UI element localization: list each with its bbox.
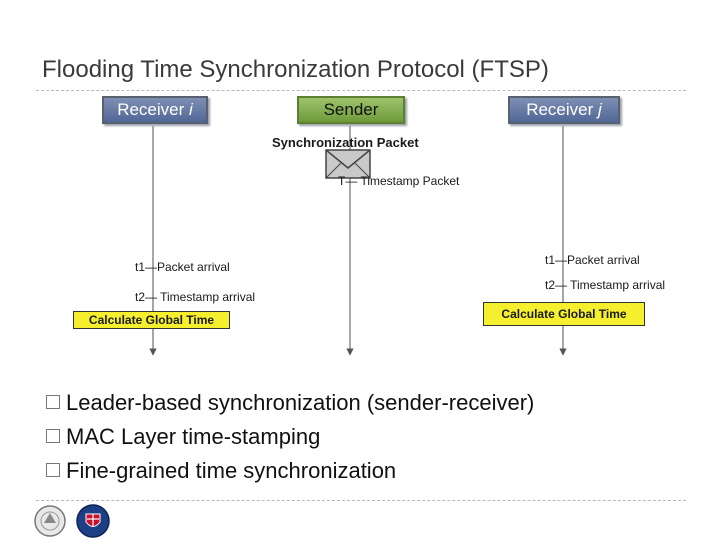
- bullet-list: Leader-based synchronization (sender-rec…: [46, 386, 534, 488]
- footer-divider: [36, 500, 686, 501]
- page-title: Flooding Time Synchronization Protocol (…: [42, 56, 549, 83]
- envelope-icon: [325, 149, 371, 179]
- bullet-item: Leader-based synchronization (sender-rec…: [46, 386, 534, 420]
- bullet-box-icon: [46, 463, 60, 477]
- bullet-item: MAC Layer time-stamping: [46, 420, 534, 454]
- bullet-item: Fine-grained time synchronization: [46, 454, 534, 488]
- sync-packet-label: Synchronization Packet: [272, 135, 419, 150]
- right-calculate-global-time: Calculate Global Time: [483, 302, 645, 326]
- receiver-i-node: Receiver i: [102, 96, 208, 124]
- left-t1-label: t1—Packet arrival: [135, 260, 230, 274]
- sender-node: Sender: [297, 96, 405, 124]
- bullet-box-icon: [46, 429, 60, 443]
- right-t2-label: t2— Timestamp arrival: [545, 278, 666, 292]
- title-divider: [36, 90, 686, 91]
- bullet-box-icon: [46, 395, 60, 409]
- receiver-j-node: Receiver j: [508, 96, 620, 124]
- left-calculate-global-time: Calculate Global Time: [73, 311, 230, 329]
- timestamp-packet-label: T— Timestamp Packet: [338, 174, 460, 188]
- right-t1-label: t1—Packet arrival: [545, 253, 640, 267]
- left-t2-label: t2— Timestamp arrival: [135, 290, 256, 304]
